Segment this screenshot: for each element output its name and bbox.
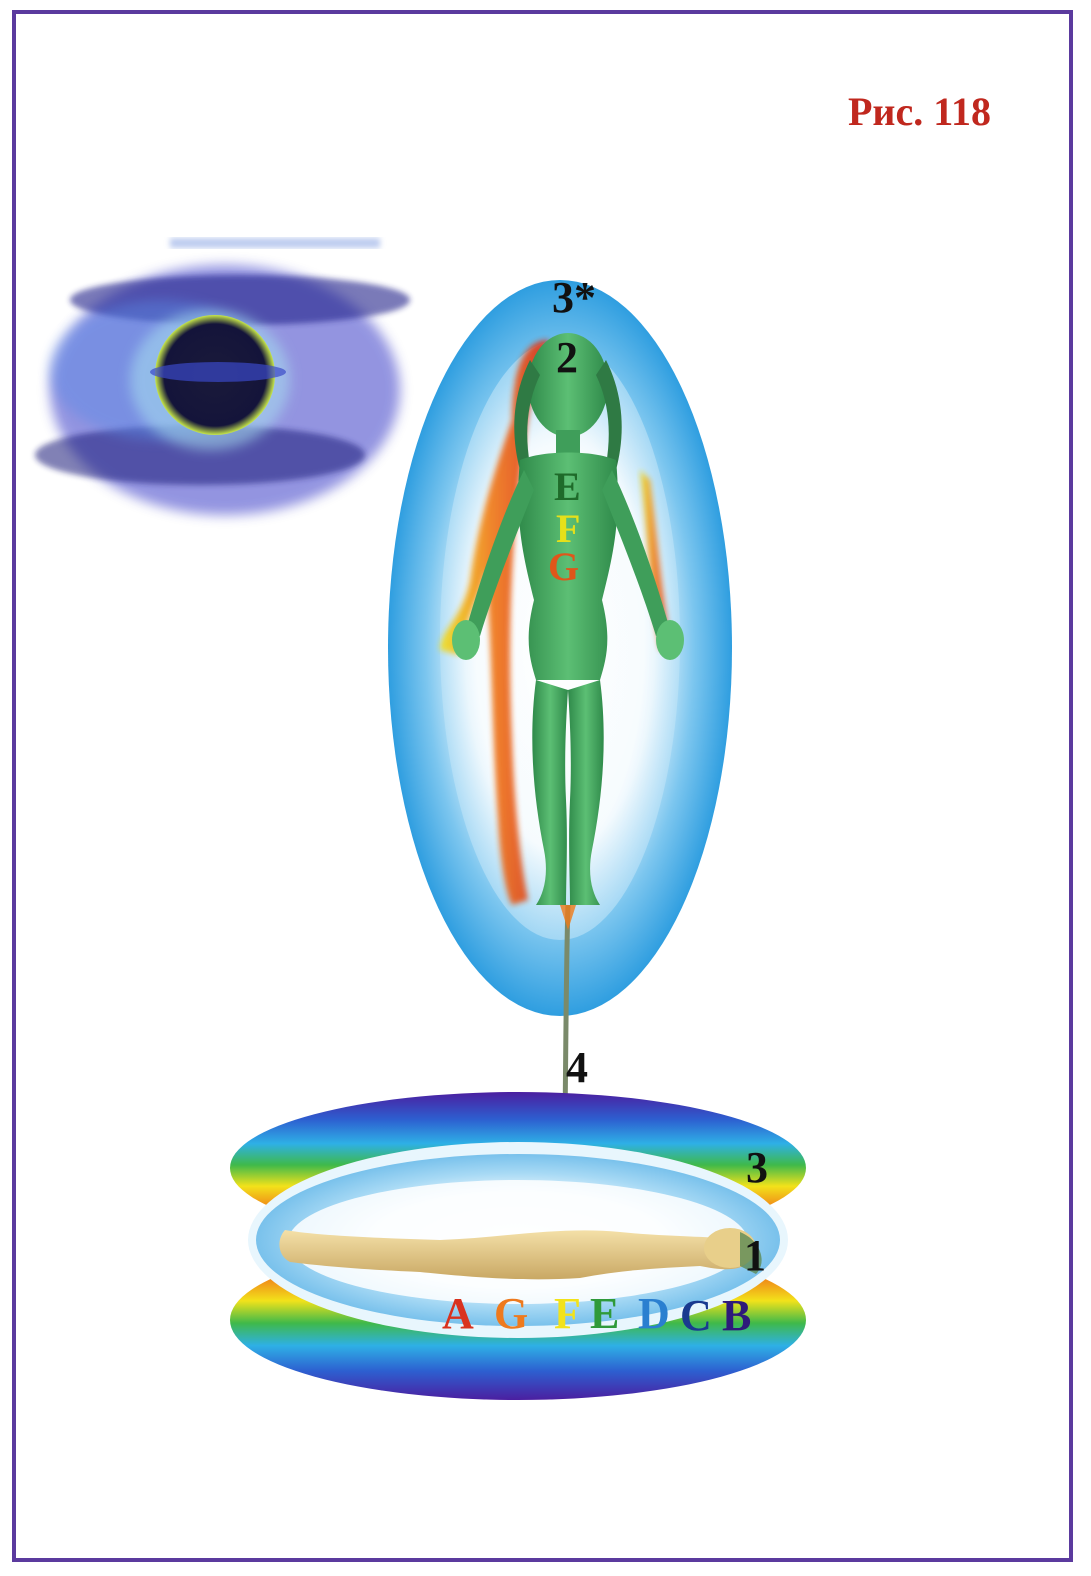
- marker-3-star: 3*: [552, 273, 596, 322]
- marker-4: 4: [566, 1043, 588, 1092]
- figure-label: Рис. 118: [848, 88, 991, 135]
- physical-letter-a: A: [442, 1289, 474, 1338]
- marker-2: 2: [556, 333, 578, 382]
- astral-letter-e: E: [554, 464, 581, 509]
- planet-cloud: [35, 238, 410, 515]
- marker-3: 3: [746, 1143, 768, 1192]
- physical-letter-d: D: [638, 1289, 670, 1338]
- astral-letter-g: G: [548, 544, 579, 589]
- physical-letter-b: B: [722, 1291, 751, 1340]
- physical-letter-f: F: [554, 1289, 581, 1338]
- physical-letter-c: C: [680, 1291, 712, 1340]
- physical-letter-e: E: [590, 1289, 619, 1338]
- physical-letter-g: G: [494, 1289, 528, 1338]
- marker-1: 1: [744, 1231, 766, 1280]
